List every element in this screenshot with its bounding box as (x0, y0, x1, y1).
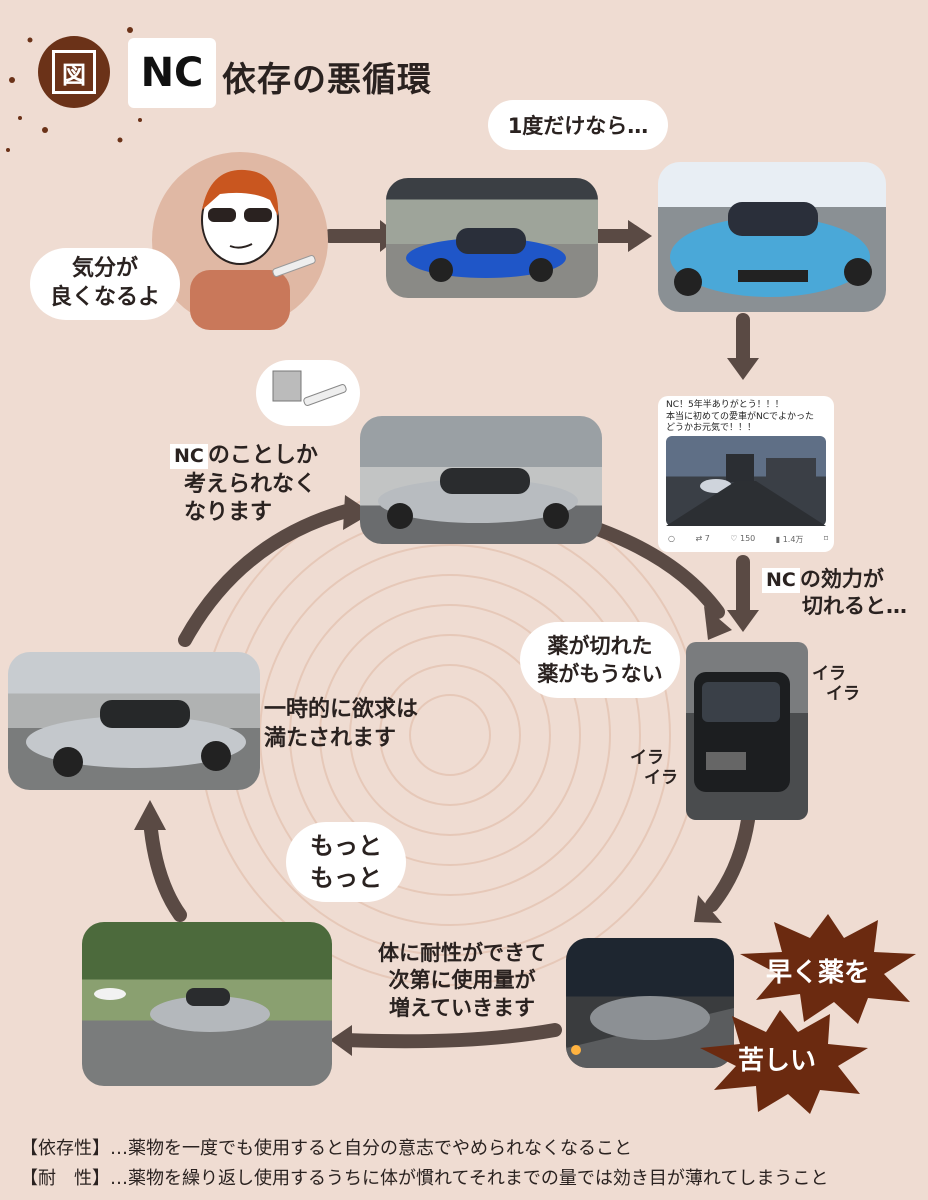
car-icon (406, 228, 566, 282)
irritation-right-1: イラ (812, 664, 846, 684)
wears-off-nc: NC (762, 568, 800, 593)
dealer-illustration-icon (152, 152, 328, 330)
track-car-photo (82, 922, 332, 1086)
burst-fast-icon (740, 914, 916, 1024)
satisfied-label: 一時的に欲求は 満たされます (264, 696, 418, 753)
footnote-dependence: 【依存性】…薬物を一度でも使用すると自分の意志でやめられなくなること (20, 1138, 632, 1159)
tweet-line-2: 本当に初めての愛車がNCでよかった (666, 411, 815, 422)
only-nc-line-3: なります (184, 500, 273, 526)
irritation-right-2: イラ (826, 684, 860, 705)
race-car-photo (658, 162, 886, 312)
tweet-card: NC！5年半ありがとう！！！ 本当に初めての愛車がNCでよかった どうかお元気で… (658, 396, 834, 552)
burst-suffer-text: 苦しい (738, 1046, 817, 1076)
car-icon (566, 996, 734, 1068)
irritation-left-1: イラ (630, 748, 664, 768)
figure-icon: 図 (52, 50, 96, 94)
footnote-tolerance: 【耐 性】…薬物を繰り返し使用するうちに体が慣れてそれまでの量では効き目が薄れて… (20, 1168, 829, 1189)
retweet-count[interactable]: ⇄ 7 (695, 534, 710, 543)
syringe-icon (272, 370, 347, 406)
irritation-right: イラ イラ (812, 664, 860, 705)
tolerance-line-3: 増えていきます (389, 995, 535, 1020)
only-nc-line-1: のことしか (207, 443, 318, 468)
like-count-value: 150 (739, 534, 756, 543)
car-icon (694, 672, 790, 792)
view-count-value: 1.4万 (782, 535, 804, 544)
feel-good-line-1: 気分が (71, 256, 138, 282)
night-tow-photo (566, 938, 734, 1068)
silver-roadster-photo (8, 652, 260, 790)
tweet-photo (666, 436, 826, 526)
tolerance-line-1: 体に耐性ができて (378, 941, 546, 965)
title-badge (38, 36, 110, 108)
silver-car-photo (360, 416, 602, 544)
only-nc-line-2: 考えられなく (184, 471, 317, 497)
no-drug-line-1: 薬が切れた (547, 633, 653, 658)
tolerance-label: 体に耐性ができて 次第に使用量が 増えていきます (364, 940, 560, 1022)
car-icon (670, 202, 872, 297)
blue-car-photo (386, 178, 598, 298)
only-nc-tag: NC (170, 444, 208, 469)
like-count[interactable]: ♡ 150 (730, 534, 756, 543)
irritation-left-2: イラ (644, 768, 678, 789)
tweet-text: NC！5年半ありがとう！！！ 本当に初めての愛車がNCでよかった どうかお元気で… (666, 400, 832, 435)
tweet-line-3: どうかお元気で！！！ (666, 423, 757, 434)
view-count[interactable]: ▮ 1.4万 (775, 535, 804, 544)
night-street-icon (666, 454, 826, 526)
page-title: 依存の悪循環 (222, 60, 432, 100)
burst-suffer-icon (700, 1010, 868, 1114)
reply-icon[interactable]: ○ (668, 534, 675, 543)
burst-fast-text: 早く薬を (766, 958, 871, 988)
tweet-line-1: NC！5年半ありがとう！！！ (666, 400, 784, 410)
feel-good-bubble: 気分が 良くなるよ (30, 248, 180, 320)
satisfied-line-2: 満たされます (264, 725, 397, 751)
satisfied-line-1: 一時的に欲求は (264, 697, 419, 722)
black-car-photo (686, 642, 808, 820)
more-line-1: もっと (310, 831, 382, 860)
once-bubble: 1度だけなら… (488, 100, 668, 150)
bookmark-icon[interactable]: ⌑ (823, 534, 828, 543)
irritation-left: イラ イラ (630, 748, 678, 789)
more-line-2: もっと (310, 864, 382, 892)
syringe-bubble (256, 360, 360, 426)
feel-good-line-2: 良くなるよ (49, 285, 160, 310)
wears-off-line-1: の効力が (799, 567, 884, 591)
no-drug-bubble: 薬が切れた 薬がもうない (520, 622, 680, 698)
no-drug-line-2: 薬がもうない (537, 662, 663, 686)
wears-off-line-2: 切れると… (802, 594, 907, 619)
more-bubble: もっと もっと (286, 822, 406, 902)
car-icon (26, 700, 246, 777)
tweet-stats: ○ ⇄ 7 ♡ 150 ▮ 1.4万 ⌑ (668, 534, 828, 545)
title-nc: NC (128, 38, 216, 108)
ink-splatter-icon (6, 27, 142, 152)
tolerance-line-2: 次第に使用量が (388, 968, 536, 993)
retweet-count-value: 7 (704, 534, 710, 543)
car-icon (378, 468, 578, 529)
car-icon (94, 988, 270, 1032)
